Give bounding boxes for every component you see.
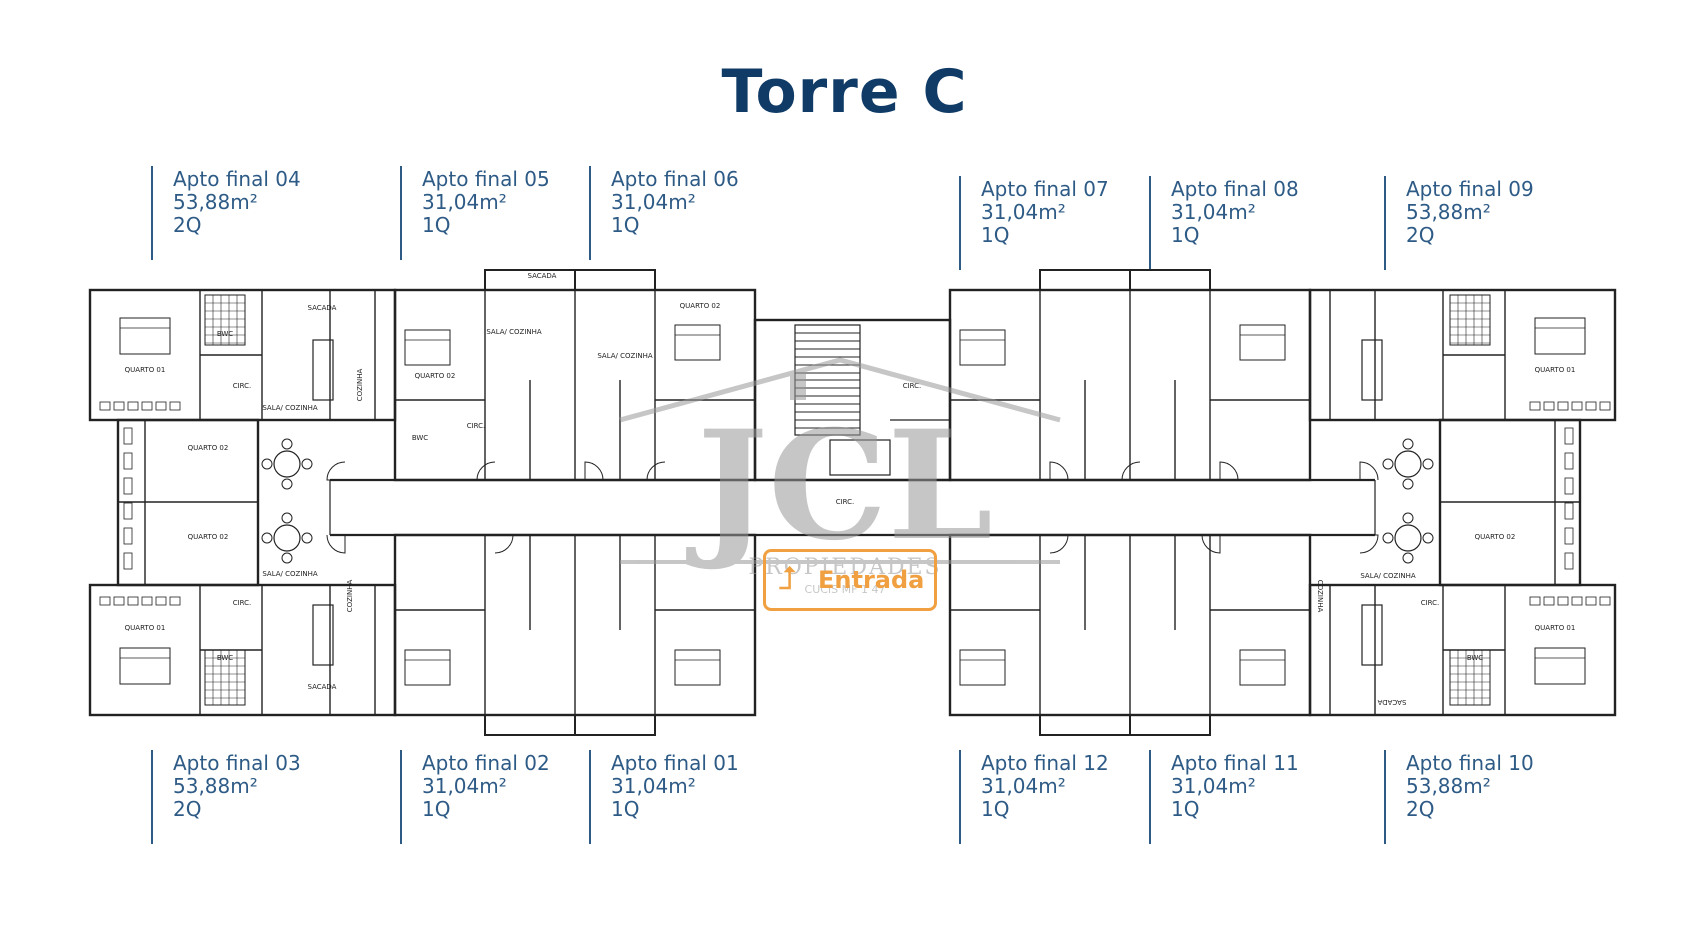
watermark-logo: JCL PROPIEDADES CUCIS MF 1 47 xyxy=(619,357,1061,596)
apartment-name: Apto final 10 xyxy=(1406,751,1534,775)
room-label: QUARTO 01 xyxy=(125,624,166,632)
room-label: SACADA xyxy=(308,304,337,312)
room-label: SALA/ COZINHA xyxy=(262,404,318,412)
label-divider xyxy=(1384,176,1386,270)
entrance-label: Entrada xyxy=(818,566,925,594)
room-label: QUARTO 02 xyxy=(1475,533,1516,541)
apartment-name: Apto final 08 xyxy=(1171,177,1299,201)
watermark-sub: PROPIEDADES xyxy=(748,555,941,580)
apartment-name: Apto final 05 xyxy=(422,167,550,191)
room-label: SALA/ COZINHA xyxy=(262,570,318,578)
room-label: QUARTO 01 xyxy=(125,366,166,374)
apartment-name: Apto final 03 xyxy=(173,751,301,775)
label-divider xyxy=(151,166,153,260)
room-label: QUARTO 02 xyxy=(680,302,721,310)
watermark-code: CUCIS MF 1 47 xyxy=(805,583,886,596)
room-label: SACADA xyxy=(308,683,337,691)
apartment-rooms: 1Q xyxy=(422,797,451,821)
apartment-name: Apto final 02 xyxy=(422,751,550,775)
apartment-name: Apto final 11 xyxy=(1171,751,1299,775)
room-label: CIRC. xyxy=(903,382,922,390)
apartment-area: 53,88m² xyxy=(173,190,258,214)
room-label: SACADA xyxy=(528,272,557,280)
room-label: CIRC. xyxy=(233,599,252,607)
room-label: QUARTO 02 xyxy=(188,444,229,452)
apartment-rooms: 1Q xyxy=(1171,223,1200,247)
label-divider xyxy=(151,750,153,844)
apartment-name: Apto final 04 xyxy=(173,167,301,191)
label-divider xyxy=(589,166,591,260)
room-label: CIRC. xyxy=(233,382,252,390)
apartment-rooms: 2Q xyxy=(173,213,202,237)
apartment-area: 31,04m² xyxy=(422,774,507,798)
room-label: COZINHA xyxy=(346,580,354,613)
room-label: QUARTO 02 xyxy=(415,372,456,380)
apartment-rooms: 2Q xyxy=(173,797,202,821)
room-label: SALA/ COZINHA xyxy=(1360,572,1416,580)
room-label: BWC xyxy=(1467,654,1483,662)
label-divider xyxy=(400,750,402,844)
apartment-area: 53,88m² xyxy=(173,774,258,798)
room-label: SALA/ COZINHA xyxy=(486,328,542,336)
room-label: COZINHA xyxy=(1316,580,1324,613)
watermark-brand: JCL xyxy=(686,398,993,574)
apartment-rooms: 1Q xyxy=(422,213,451,237)
room-label: COZINHA xyxy=(356,369,364,402)
room-label: QUARTO 01 xyxy=(1535,366,1576,374)
apartment-rooms: 2Q xyxy=(1406,797,1435,821)
room-label: BWC xyxy=(217,654,233,662)
apartment-area: 31,04m² xyxy=(981,774,1066,798)
apartment-name: Apto final 07 xyxy=(981,177,1109,201)
apartment-area: 53,88m² xyxy=(1406,774,1491,798)
room-label: BWC xyxy=(217,330,233,338)
apartment-area: 31,04m² xyxy=(611,774,696,798)
label-divider xyxy=(959,176,961,270)
label-divider xyxy=(959,750,961,844)
room-label: SALA/ COZINHA xyxy=(597,352,653,360)
room-label: CIRC. xyxy=(467,422,486,430)
room-label: QUARTO 02 xyxy=(188,533,229,541)
apartment-area: 53,88m² xyxy=(1406,200,1491,224)
apartment-rooms: 1Q xyxy=(981,797,1010,821)
room-label: QUARTO 01 xyxy=(1535,624,1576,632)
apartment-rooms: 1Q xyxy=(1171,797,1200,821)
apartment-area: 31,04m² xyxy=(1171,200,1256,224)
label-divider xyxy=(1149,750,1151,844)
label-divider xyxy=(589,750,591,844)
page-title: Torre C xyxy=(721,57,968,127)
entrance-arrow-icon: ⮥ xyxy=(778,560,797,596)
room-label: CIRC. xyxy=(1421,599,1440,607)
label-divider xyxy=(1149,176,1151,270)
entrance-badge: ⮥ Entrada xyxy=(763,549,937,611)
apartment-name: Apto final 01 xyxy=(611,751,739,775)
label-divider xyxy=(1384,750,1386,844)
room-label: SACADA xyxy=(1377,698,1406,706)
apartment-area: 31,04m² xyxy=(422,190,507,214)
apartment-rooms: 2Q xyxy=(1406,223,1435,247)
apartment-rooms: 1Q xyxy=(611,213,640,237)
apartment-area: 31,04m² xyxy=(981,200,1066,224)
room-label: CIRC. xyxy=(836,498,855,506)
apartment-area: 31,04m² xyxy=(1171,774,1256,798)
apartment-name: Apto final 09 xyxy=(1406,177,1534,201)
apartment-rooms: 1Q xyxy=(611,797,640,821)
apartment-name: Apto final 12 xyxy=(981,751,1109,775)
apartment-name: Apto final 06 xyxy=(611,167,739,191)
apartment-area: 31,04m² xyxy=(611,190,696,214)
apartment-rooms: 1Q xyxy=(981,223,1010,247)
room-label: BWC xyxy=(412,434,428,442)
label-divider xyxy=(400,166,402,260)
